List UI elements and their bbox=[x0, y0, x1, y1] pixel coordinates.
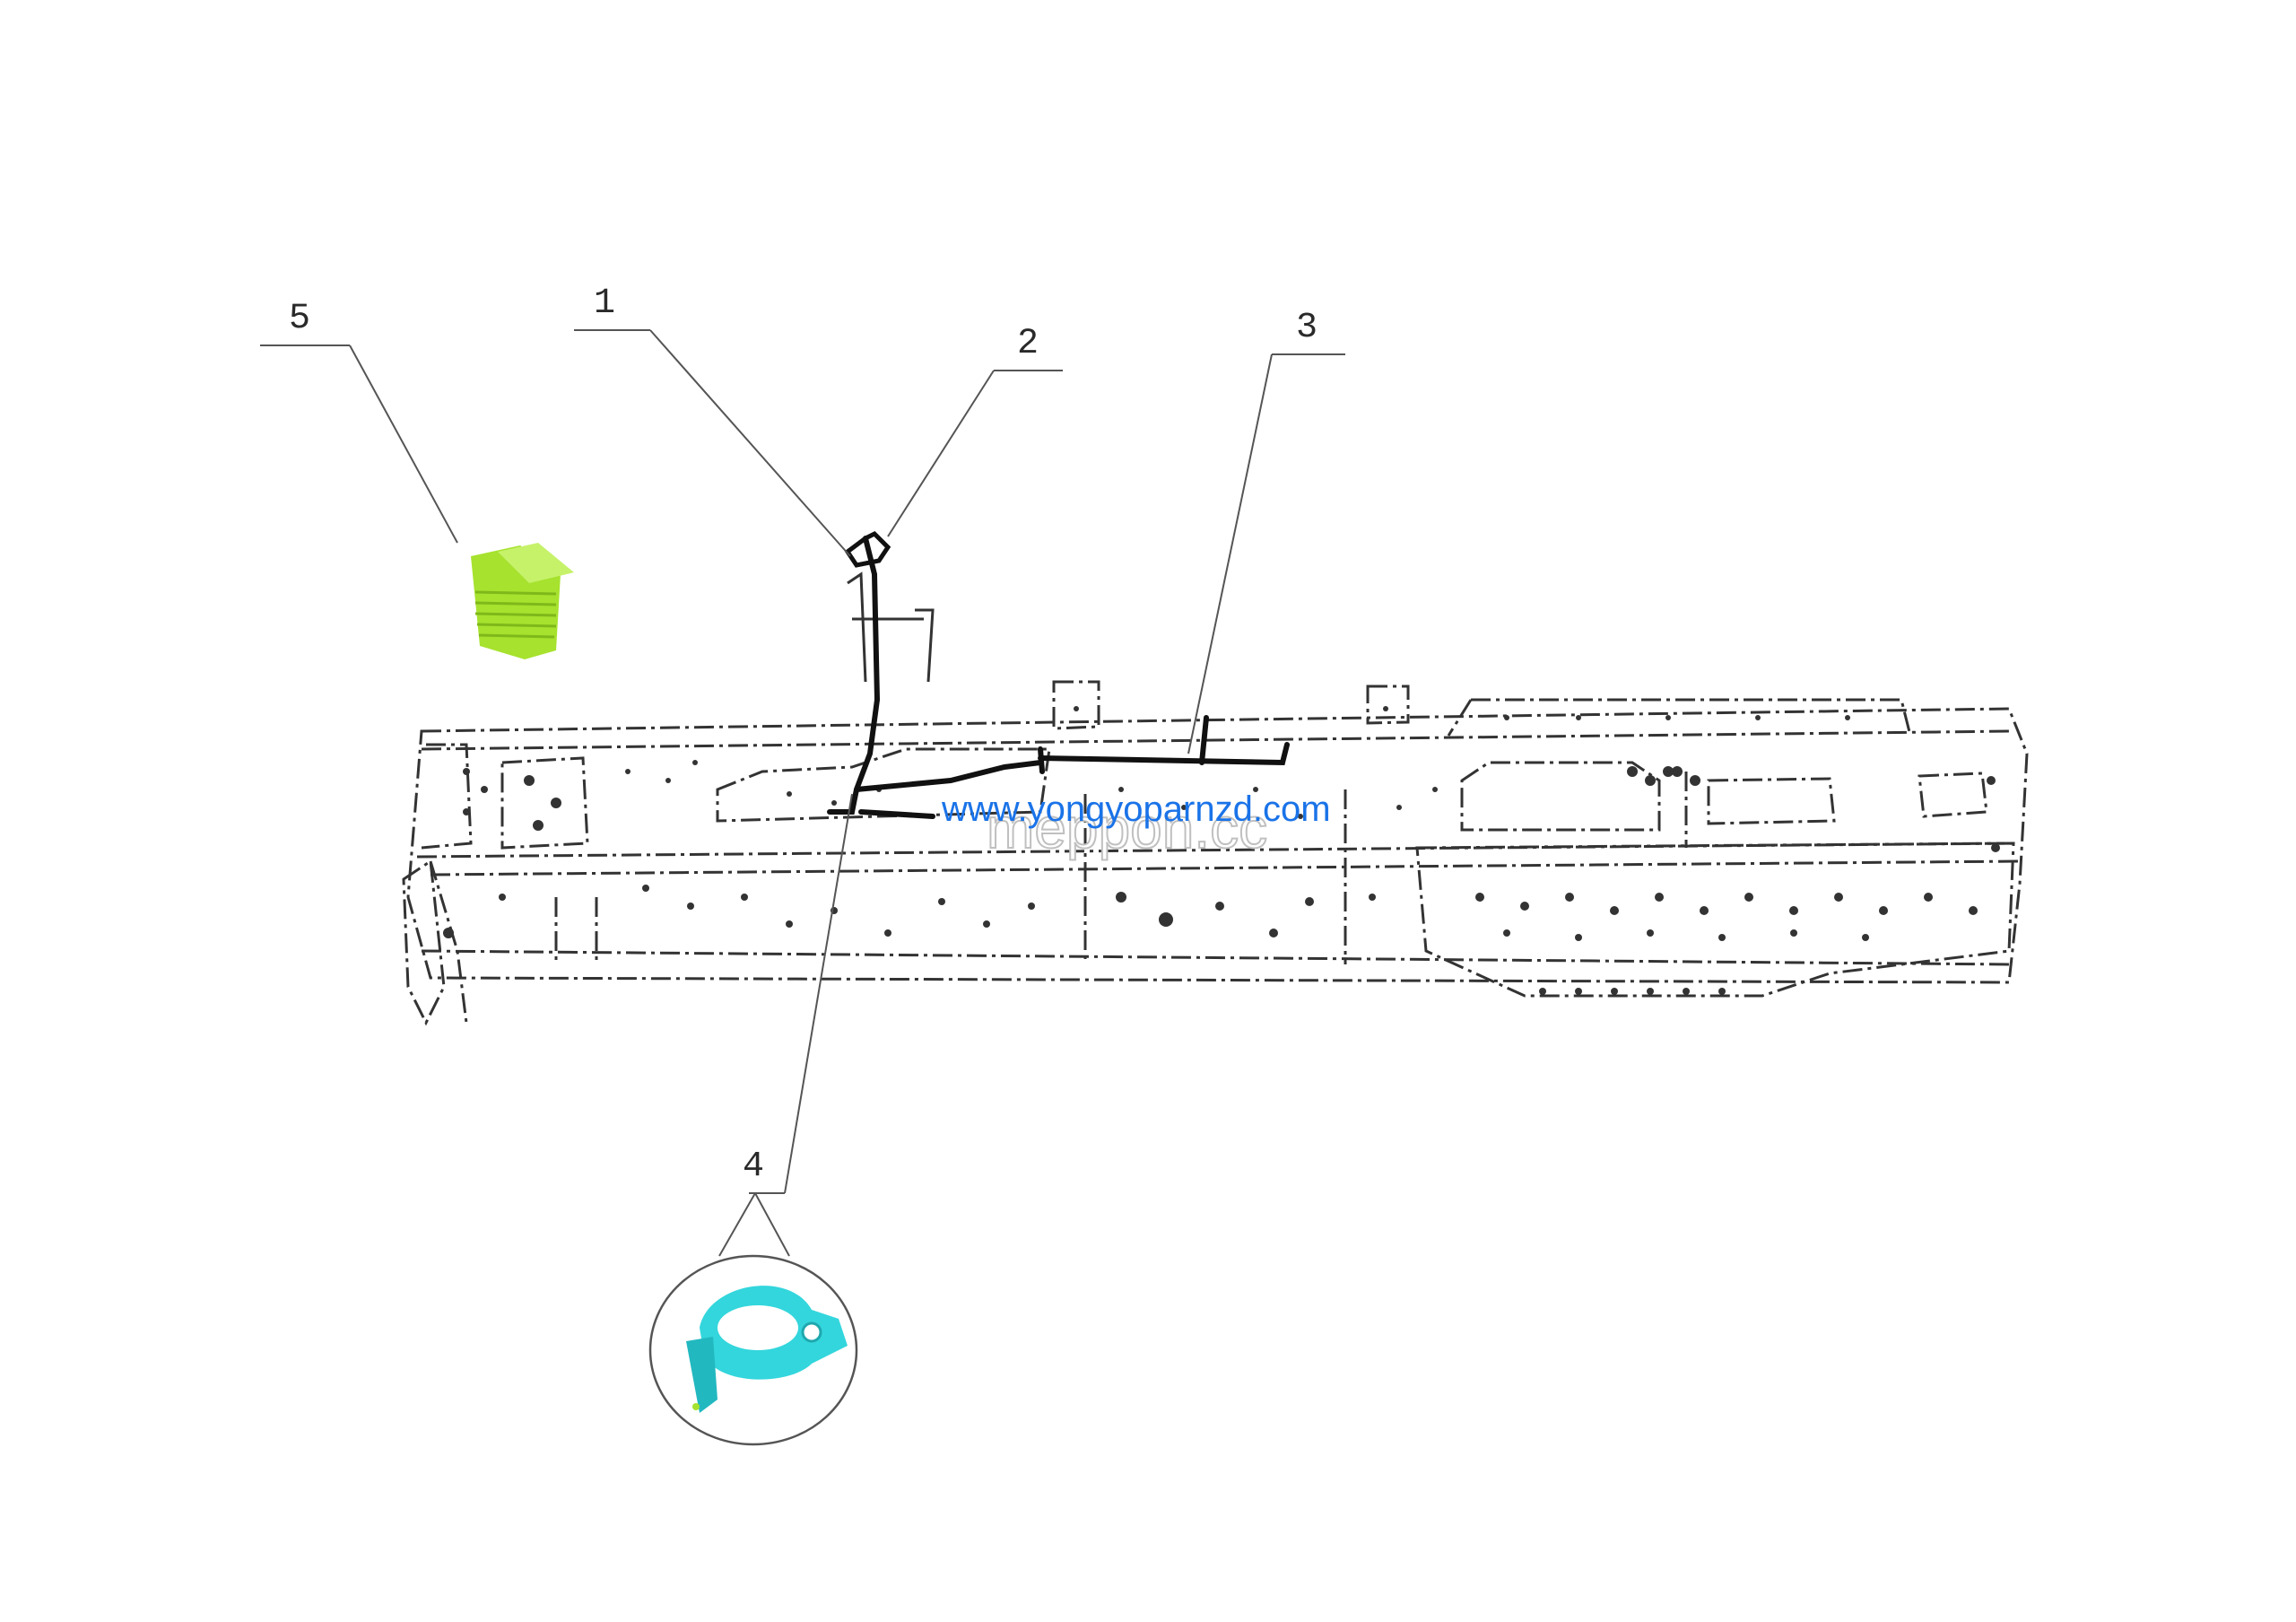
part-5-component bbox=[471, 543, 574, 659]
leader-lines bbox=[260, 329, 1345, 1257]
wire-harness bbox=[827, 530, 1290, 819]
cab-mount-bracket bbox=[847, 571, 935, 683]
chassis-frame bbox=[402, 680, 2029, 1026]
callout-5: 5 bbox=[289, 299, 310, 339]
watermark-secondary: www.yongyoparnzd.com bbox=[941, 789, 1331, 829]
watermark-primary: meppon.cc bbox=[987, 796, 1267, 860]
callout-2: 2 bbox=[1017, 324, 1039, 364]
callout-4: 4 bbox=[743, 1147, 764, 1187]
frame-rivet-holes bbox=[443, 706, 2000, 995]
callout-3: 3 bbox=[1296, 308, 1318, 348]
part-4-detail-view bbox=[648, 1254, 858, 1446]
callout-1: 1 bbox=[594, 283, 615, 324]
